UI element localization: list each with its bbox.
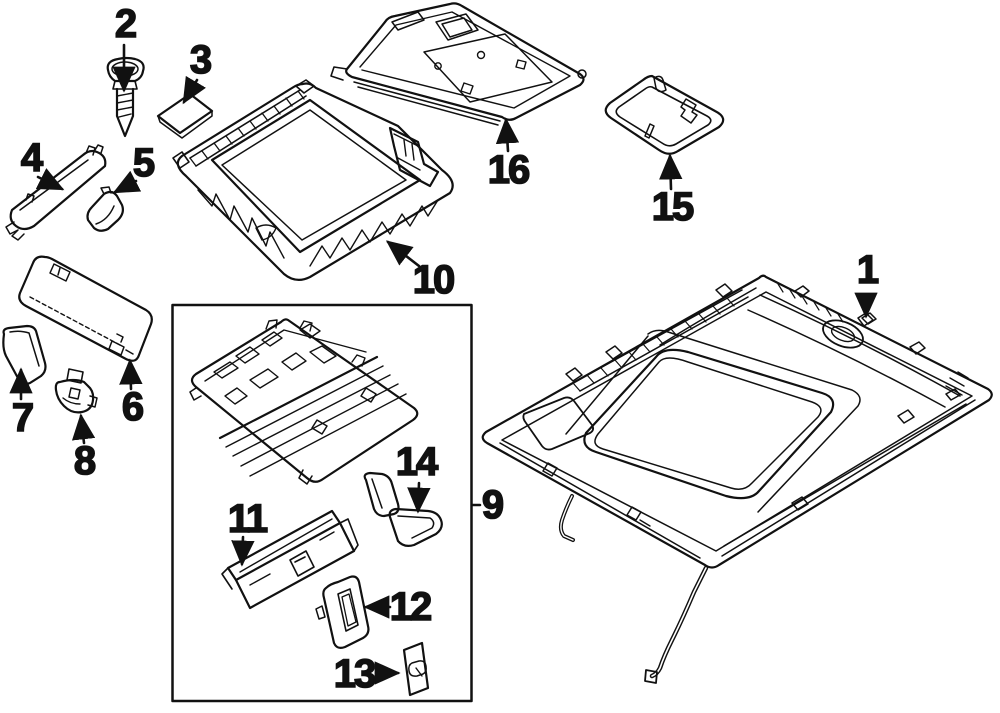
callout-label-10: 10	[412, 258, 456, 302]
callout-label-16: 16	[487, 148, 531, 192]
visor-corner-cover-part	[3, 326, 45, 384]
callout-label-6: 6	[121, 385, 145, 429]
map-lamp-part	[222, 511, 358, 608]
clip-part	[404, 643, 428, 695]
callout-label-2: 2	[114, 2, 138, 46]
console-finisher-part	[173, 80, 453, 280]
callout-label-9: 9	[481, 483, 505, 527]
screw-part	[108, 58, 144, 136]
headliner-panel-part	[483, 276, 992, 568]
antenna-wire	[645, 568, 706, 683]
callout-arrows	[9, 45, 878, 685]
callout-arrow-10	[385, 240, 419, 266]
overhead-console-module	[190, 319, 417, 484]
callout-arrow-5	[112, 170, 142, 192]
callout-label-14: 14	[395, 440, 439, 484]
callout-label-12: 12	[389, 585, 433, 629]
callout-arrow-3	[182, 75, 206, 105]
harness-hook-wire	[561, 496, 573, 540]
callout-label-11: 11	[227, 497, 269, 541]
callout-arrow-15	[659, 153, 683, 189]
callout-label-4: 4	[20, 136, 44, 180]
console-bracket-part	[331, 3, 586, 125]
callout-label-13: 13	[333, 652, 377, 696]
spacer-strip-part	[158, 94, 212, 138]
callout-label-3: 3	[189, 38, 213, 82]
switch-part	[316, 577, 368, 648]
lamp-bezel-part	[606, 76, 723, 154]
callout-arrow-8	[71, 413, 96, 443]
callout-label-7: 7	[11, 396, 35, 440]
sunglass-holder-part	[365, 473, 442, 546]
callout-arrow-4	[35, 168, 65, 189]
callout-label-8: 8	[73, 439, 97, 483]
callout-label-15: 15	[651, 185, 695, 229]
callout-label-5: 5	[132, 141, 156, 185]
callout-arrow-6	[119, 358, 143, 389]
detail-box	[173, 305, 472, 701]
visor-clip-part	[56, 369, 97, 412]
callout-arrow-11	[231, 537, 255, 567]
grip-cover-part	[88, 187, 123, 231]
callout-arrow-14	[407, 483, 431, 514]
callout-label-1: 1	[856, 248, 880, 292]
callout-arrow-16	[495, 117, 520, 151]
